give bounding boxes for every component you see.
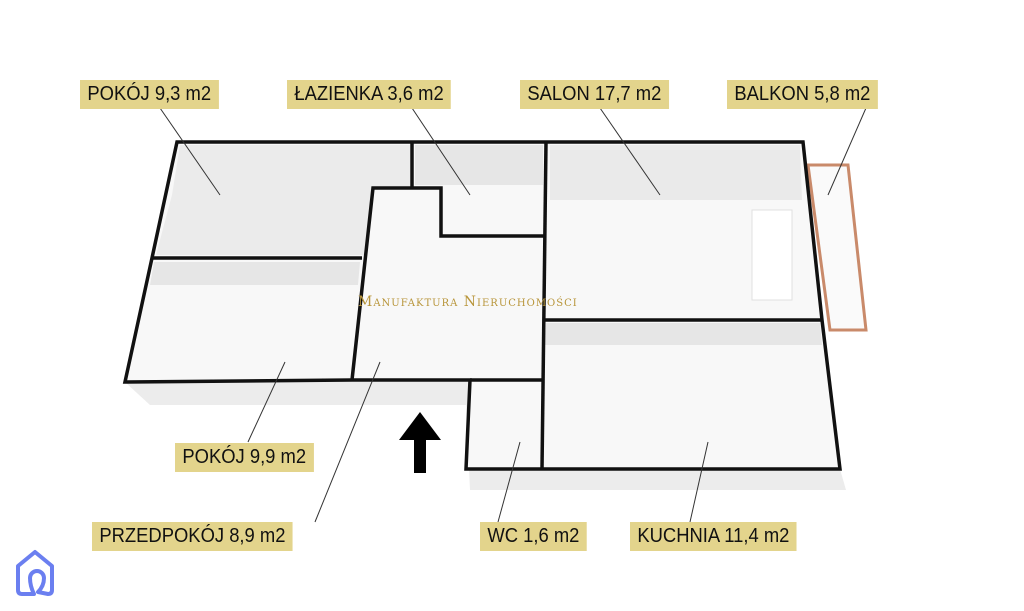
logo-icon [16,550,54,596]
wall-shade [545,323,822,345]
label-balkon: BALKON 5,8 m2 [727,80,878,109]
label-wc: WC 1,6 m2 [480,522,587,551]
leader-lines [159,107,867,523]
wall-shade [156,145,410,255]
label-lazienka: ŁAZIENKA 3,6 m2 [287,80,452,109]
window [751,209,793,301]
entrance-arrow-icon [399,412,441,473]
walls [122,140,842,471]
balcony [806,163,868,332]
label-przedpokoj: PRZEDPOKÓJ 8,9 m2 [92,522,293,551]
label-pokoj-top: POKÓJ 9,3 m2 [80,80,219,109]
watermark: Manufaktura Nieruchomości [358,294,578,310]
wall-shade [550,145,802,200]
wall-shade [150,262,360,285]
wall-shade [415,145,543,185]
floor-base [125,380,846,490]
label-salon: SALON 17,7 m2 [520,80,669,109]
label-kuchnia: KUCHNIA 11,4 m2 [630,522,797,551]
label-pokoj-bottom: POKÓJ 9,9 m2 [175,443,314,472]
